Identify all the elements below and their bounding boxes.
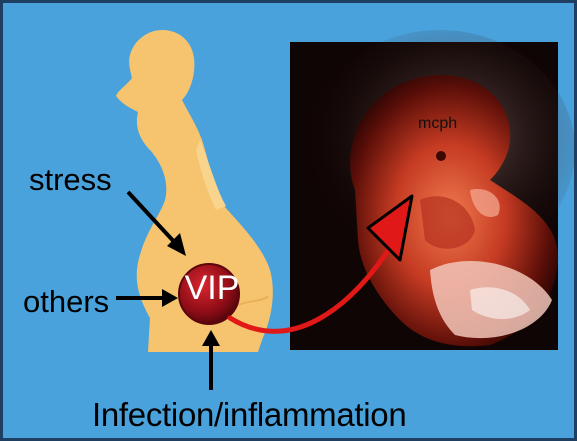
mcph-label: mcph <box>418 115 457 133</box>
diagram-canvas <box>3 3 574 438</box>
embryo-photo <box>290 30 574 350</box>
others-label: others <box>23 284 109 320</box>
vip-label: VIP <box>183 269 241 308</box>
infection-label: Infection/inflammation <box>92 396 406 434</box>
stress-label: stress <box>29 162 112 198</box>
